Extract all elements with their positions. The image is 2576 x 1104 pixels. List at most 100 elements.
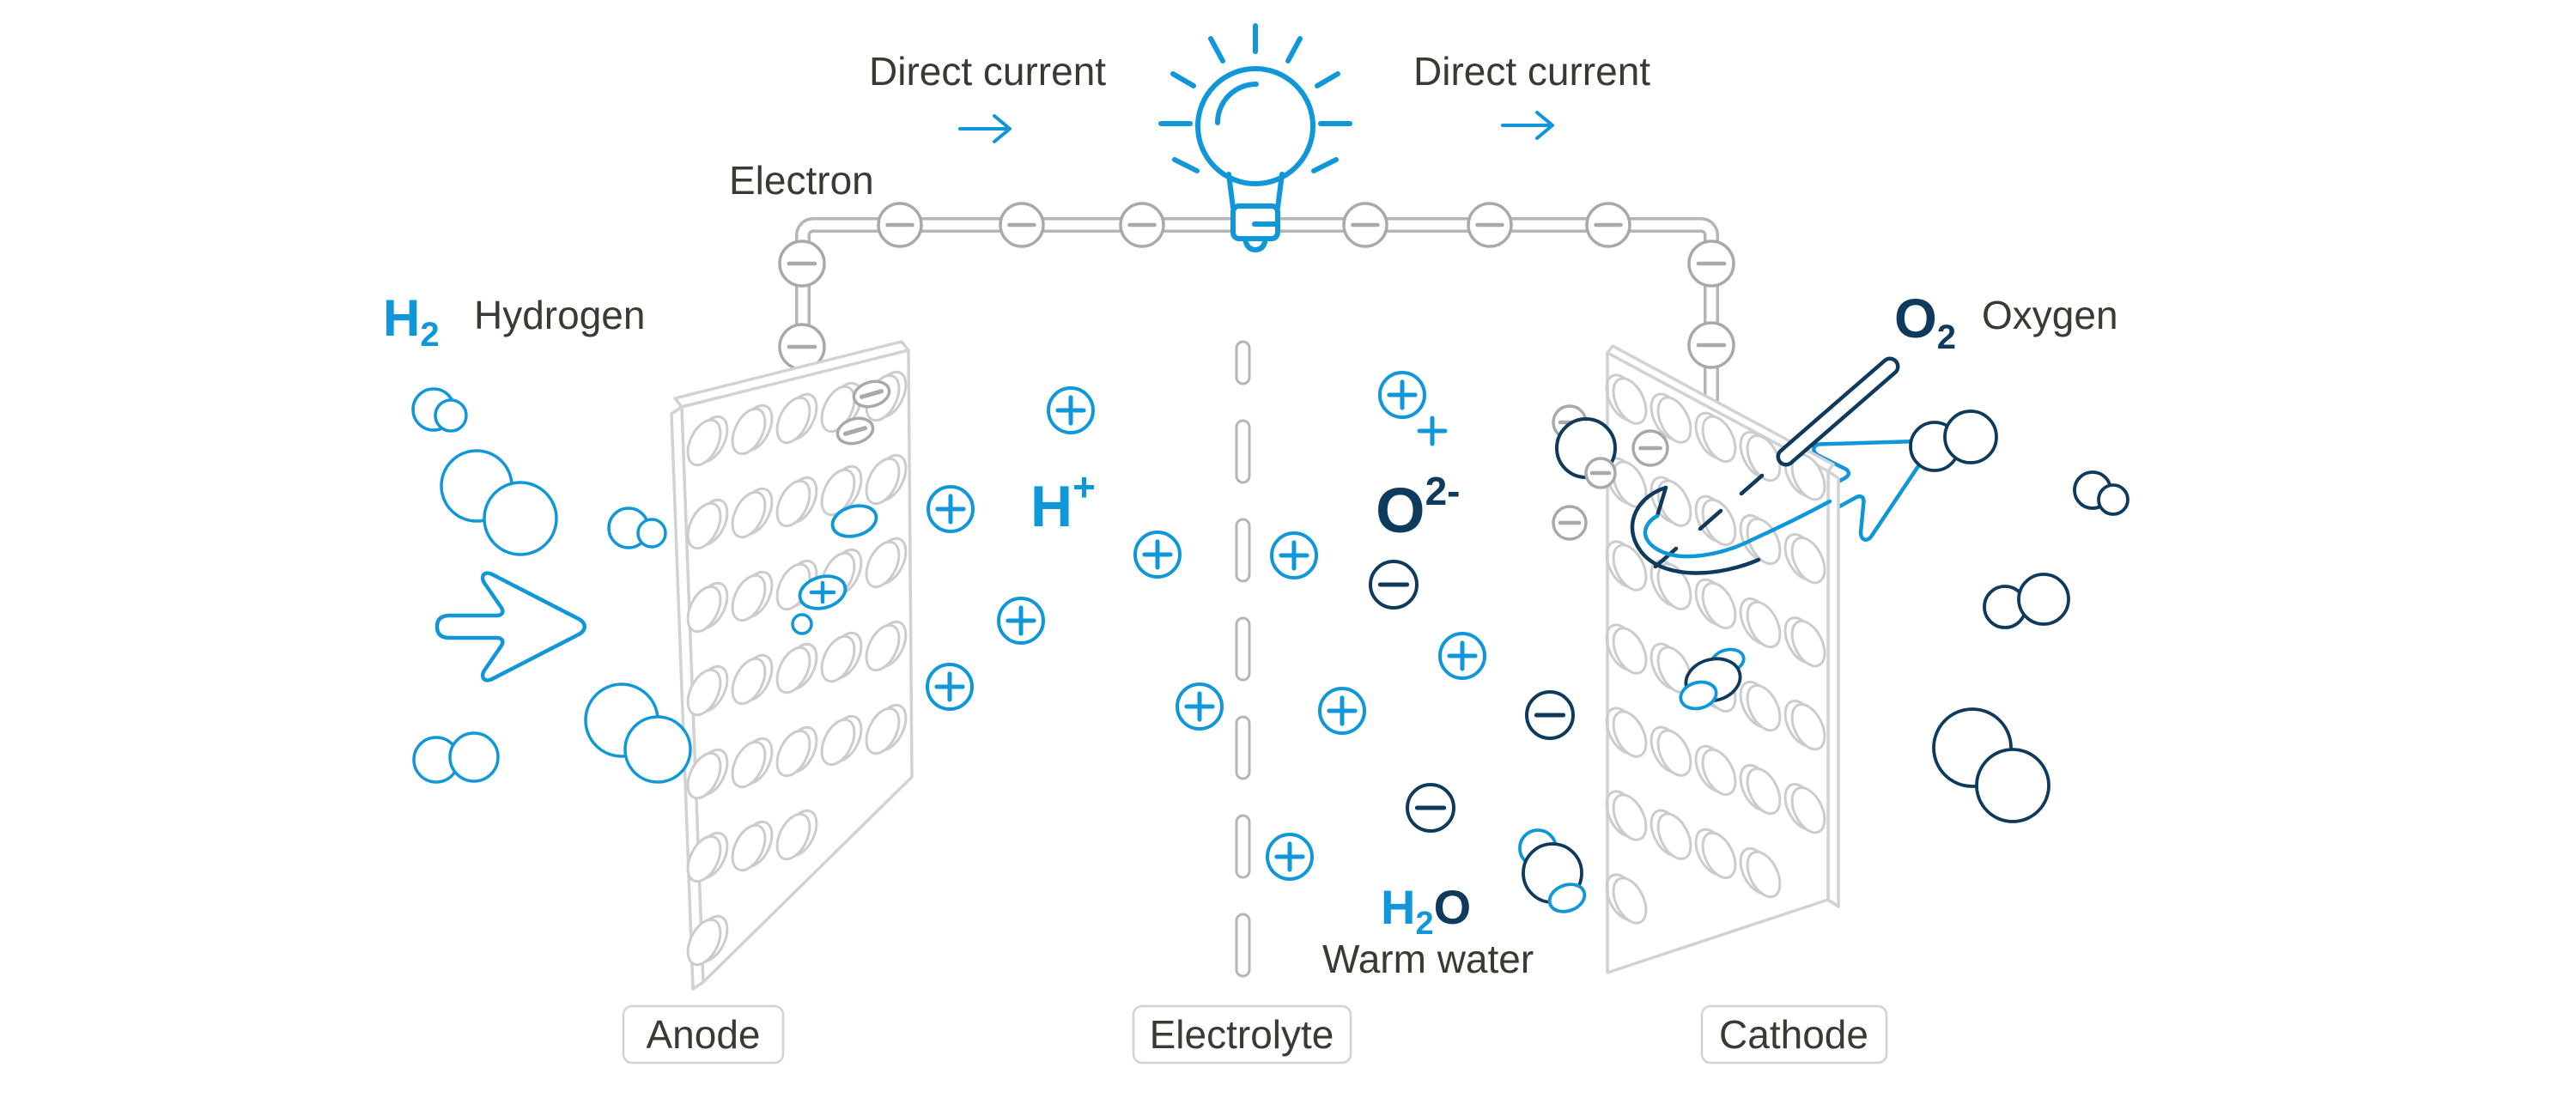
- cathode-box-label: Cathode: [1719, 1012, 1868, 1057]
- plate-hole: [731, 490, 767, 539]
- hydrogen-molecule: [440, 449, 558, 556]
- oxygen-molecule: [2073, 470, 2129, 516]
- water-molecule: [1518, 828, 1587, 913]
- plate-hole: [1790, 537, 1826, 585]
- membrane-dash: [1235, 814, 1251, 879]
- h-plus-ion-icon: [1266, 833, 1314, 881]
- plate-hole: [686, 418, 722, 467]
- hydrogen-name-label: Hydrogen: [474, 293, 645, 337]
- anode-plate: [670, 340, 914, 991]
- circuit-wire: [795, 217, 1719, 403]
- plate-hole: [865, 707, 901, 755]
- plate-hole: [1656, 396, 1692, 444]
- plate-hole: [1746, 850, 1782, 899]
- direct-current-right-label: Direct current: [1413, 49, 1650, 94]
- electron-icon: [1631, 429, 1669, 467]
- h-plus-ion-icon: [1047, 386, 1095, 434]
- water-molecule: [1679, 647, 1746, 711]
- membrane-dash: [1235, 419, 1251, 484]
- electron-icon: [778, 240, 826, 288]
- plate-hole: [775, 479, 811, 528]
- plate-hole: [731, 573, 767, 622]
- plate-hole: [1746, 600, 1782, 649]
- plate-hole: [1656, 729, 1692, 777]
- membrane-dash: [1235, 616, 1251, 682]
- direct-current-arrow-left: [958, 114, 1012, 143]
- electron-icon: [1687, 321, 1735, 369]
- hydrogen-molecule: [584, 682, 692, 784]
- plate-hole: [686, 668, 722, 717]
- h-plus-ion-icon: [1438, 632, 1486, 680]
- plate-hole: [1701, 498, 1737, 547]
- cathode-box: Cathode: [1700, 1004, 1888, 1065]
- plate-hole: [1701, 581, 1737, 630]
- hydrogen-atom: [830, 504, 878, 538]
- electron-icon: [852, 379, 891, 409]
- plate-hole: [731, 407, 767, 456]
- plate-hole: [1656, 562, 1692, 610]
- h-plus-ion-icon: [1378, 371, 1426, 419]
- h-plus-ion-icon: [1176, 682, 1224, 731]
- plate-hole: [775, 812, 811, 861]
- electrolyte-box-label: Electrolyte: [1150, 1012, 1334, 1057]
- oxygen-name-label: Oxygen: [1982, 293, 2118, 337]
- plate-hole: [731, 657, 767, 706]
- oxide-ion-icon: [1406, 783, 1455, 833]
- plate-hole: [775, 729, 811, 778]
- h-plus-ion-icon: [997, 597, 1045, 645]
- oxide-ion-icon: [1369, 560, 1419, 610]
- oxygen-molecule: [1909, 409, 1998, 472]
- plate-hole: [686, 918, 722, 967]
- plate-hole: [1701, 748, 1737, 797]
- electron-icon: [1585, 202, 1631, 248]
- plate-hole: [1790, 620, 1826, 668]
- plate-hole: [1790, 786, 1826, 834]
- plate-hole: [1746, 767, 1782, 816]
- electron-icon: [1687, 240, 1735, 288]
- plus-glyph-icon: [1417, 416, 1448, 446]
- plate-hole: [686, 585, 722, 634]
- membrane-dash: [1235, 518, 1251, 583]
- oxide-ion-label: O2-: [1376, 469, 1460, 546]
- h-plus-ion-icon: [1318, 687, 1366, 735]
- direct-current-left-label: Direct current: [869, 49, 1106, 94]
- electron-icon: [1552, 505, 1588, 541]
- plate-hole: [1746, 434, 1782, 482]
- plate-hole: [820, 718, 856, 767]
- hydrogen-molecule: [791, 613, 813, 635]
- plate-hole: [686, 501, 722, 550]
- plate-hole: [731, 823, 767, 872]
- plate-hole: [865, 540, 901, 589]
- plate-hole: [820, 468, 856, 517]
- h-plus-ion-icon: [1133, 531, 1182, 579]
- plate-hole: [1790, 703, 1826, 751]
- plate-hole: [1612, 543, 1648, 591]
- plate-hole: [1612, 710, 1648, 758]
- plate-hole: [820, 634, 856, 683]
- anode-box-label: Anode: [646, 1012, 760, 1057]
- electron-icon: [1119, 202, 1165, 248]
- plate-hole: [686, 751, 722, 800]
- plate-hole: [1612, 793, 1648, 841]
- electron-icon: [877, 202, 923, 248]
- plate-hole: [1746, 683, 1782, 732]
- water-formula-label: H2O: [1381, 880, 1471, 942]
- plate-hole: [1701, 415, 1737, 464]
- oxygen-molecule: [1932, 707, 2050, 823]
- plate-hole: [1612, 627, 1648, 675]
- electron-icon: [1584, 457, 1617, 489]
- anode-box: Anode: [622, 1004, 785, 1065]
- warm-water-label: Warm water: [1322, 937, 1534, 981]
- electron-icon: [835, 416, 875, 446]
- oxygen-molecule: [1983, 573, 2070, 629]
- plate-hole: [731, 740, 767, 789]
- electron-icon: [1342, 202, 1388, 248]
- electron-icon: [999, 202, 1045, 248]
- oxygen-capsule-arrow: [1653, 356, 1900, 569]
- h-plus-ion-icon: [926, 663, 974, 711]
- plate-hole: [865, 457, 901, 506]
- hydrogen-in-arrow: [437, 573, 585, 681]
- membrane-dash: [1235, 913, 1251, 978]
